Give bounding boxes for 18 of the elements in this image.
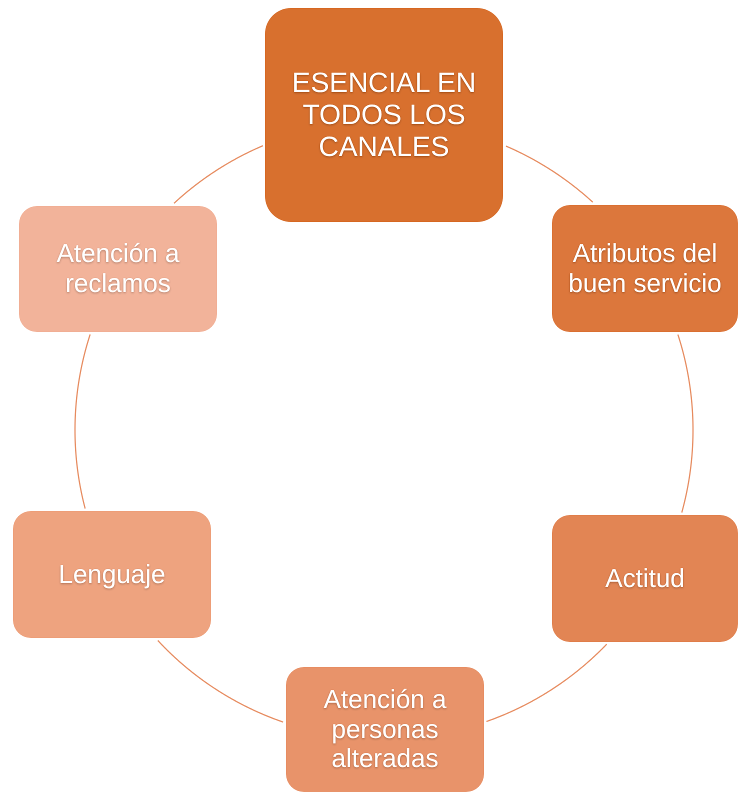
rounded-box xyxy=(13,511,211,638)
node-label: Atención a reclamos xyxy=(56,239,180,299)
connector-arc xyxy=(486,644,608,722)
connector-arc xyxy=(506,146,594,203)
connector-arc xyxy=(157,640,284,723)
connector-arc xyxy=(74,334,91,509)
rounded-box xyxy=(19,206,217,332)
connector-arc xyxy=(677,334,694,513)
rounded-box xyxy=(265,8,503,222)
node-label: Lenguaje xyxy=(58,560,166,590)
rounded-box xyxy=(552,205,738,332)
connector-arc xyxy=(174,145,264,204)
node-label: ESENCIAL EN TODOS LOS CANALES xyxy=(290,66,478,164)
rounded-box xyxy=(552,515,738,642)
node-label: Atributos del buen servicio xyxy=(567,238,723,298)
node-label: Atención a personas alteradas xyxy=(322,684,448,774)
node-label: Actitud xyxy=(605,564,685,594)
rounded-box xyxy=(286,667,484,792)
